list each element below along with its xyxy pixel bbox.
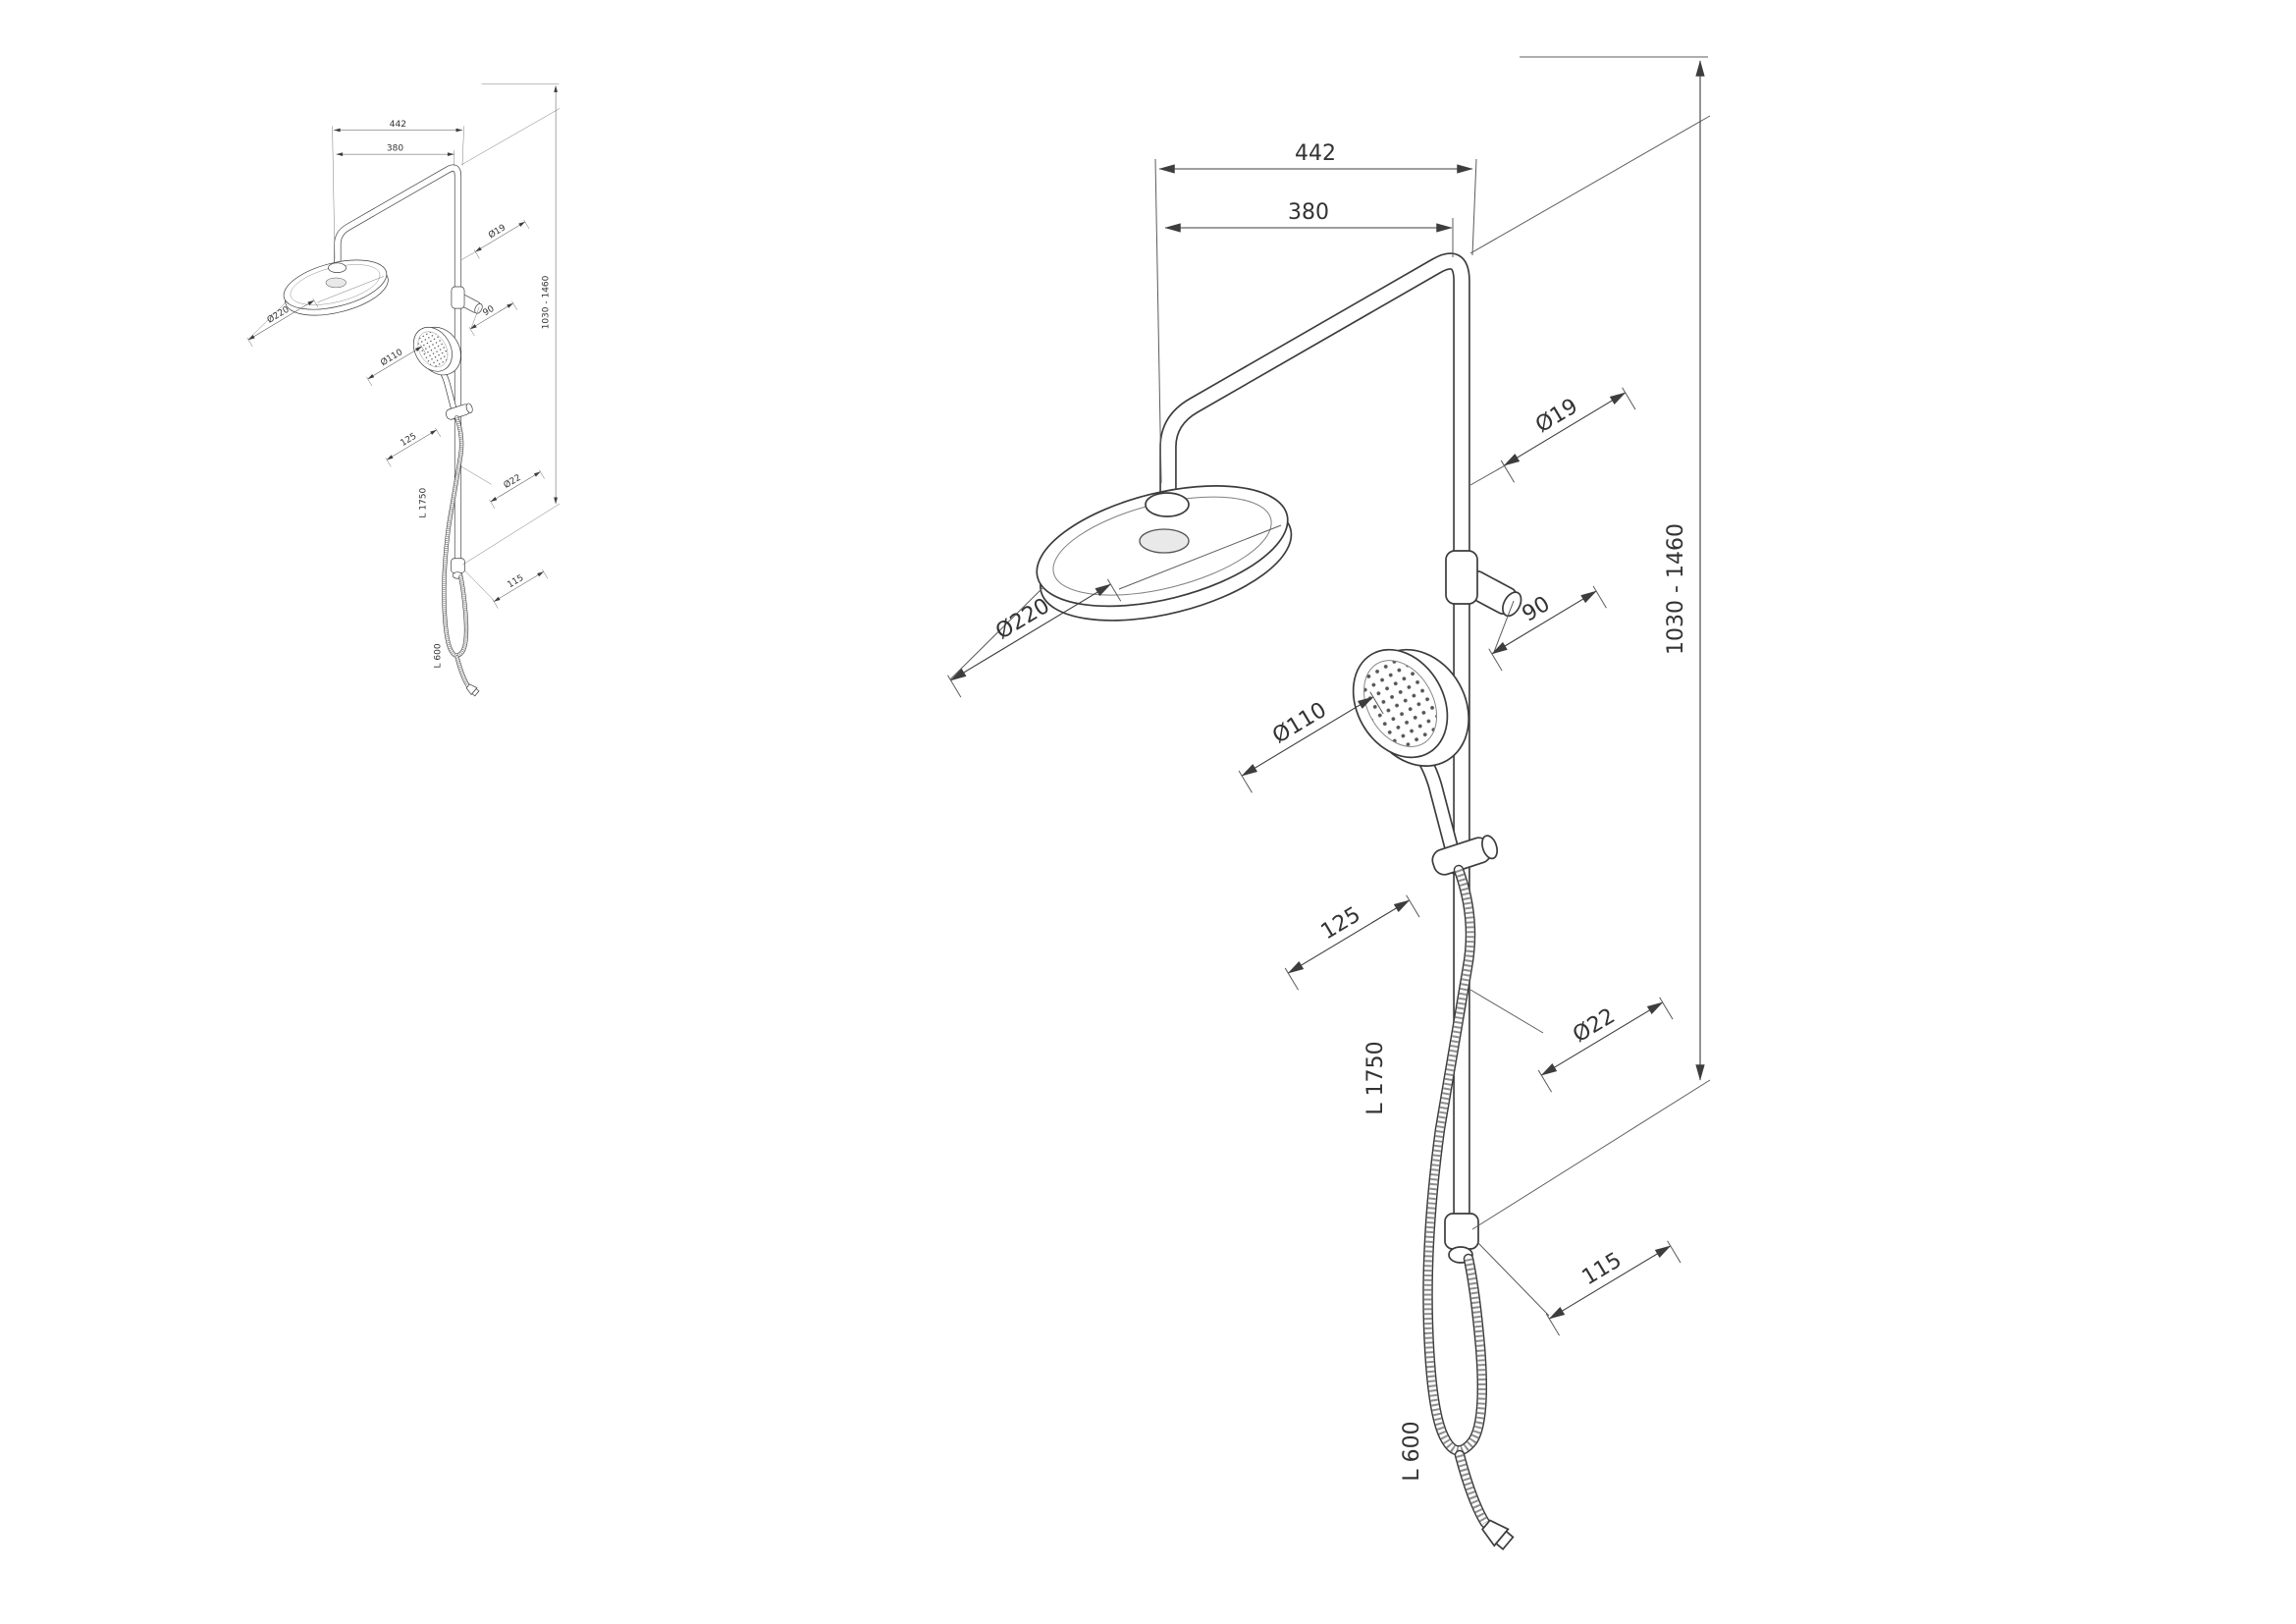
hose-tail-fill xyxy=(1456,1451,1489,1527)
dim-holder-offset: 125 xyxy=(1284,894,1420,991)
dim-label-hose-length: L 1750 xyxy=(1363,1041,1388,1114)
pipe-fill xyxy=(1160,253,1469,1239)
dim-label-115: 115 xyxy=(1578,1248,1627,1290)
dim-bottom-offset: 115 xyxy=(1477,1240,1682,1336)
dim-label-short-hose: L 600 xyxy=(1400,1421,1424,1481)
dim-label-90: 90 xyxy=(1519,592,1555,627)
dim-overall-width: 442 xyxy=(1154,141,1477,484)
dim-height-range: 1030 - 1460 xyxy=(1469,56,1711,1230)
dim-label-380: 380 xyxy=(1288,200,1329,225)
dim-label-442: 442 xyxy=(1295,141,1336,166)
dim-arm-width: 380 xyxy=(1164,200,1453,233)
dim-label-o22: Ø22 xyxy=(1569,1003,1620,1048)
hose-end-fitting xyxy=(1481,1519,1515,1550)
dim-slide-bar-diameter: Ø22 xyxy=(1469,989,1674,1093)
riser-and-arm-pipe xyxy=(1159,252,1470,1239)
slide-bar-holder xyxy=(1431,835,1499,876)
small-view xyxy=(242,84,560,697)
dim-label-height-range: 1030 - 1460 xyxy=(1664,523,1688,655)
dim-label-125: 125 xyxy=(1317,902,1365,945)
large-view: 442 380 1030 - 1460 Ø19 xyxy=(947,56,1711,1550)
hand-shower-head xyxy=(1352,648,1470,768)
dim-riser-diameter: Ø19 xyxy=(1469,387,1636,486)
shower-hose xyxy=(1422,864,1515,1550)
head-ball-joint xyxy=(1145,492,1190,517)
diverter-body xyxy=(1445,550,1478,605)
dim-label-o19: Ø19 xyxy=(1531,394,1582,438)
hose-long-fill xyxy=(1423,866,1486,1455)
bottom-fitting xyxy=(1444,1213,1479,1264)
hand-shower xyxy=(1352,648,1470,876)
head-hub xyxy=(1139,528,1190,554)
